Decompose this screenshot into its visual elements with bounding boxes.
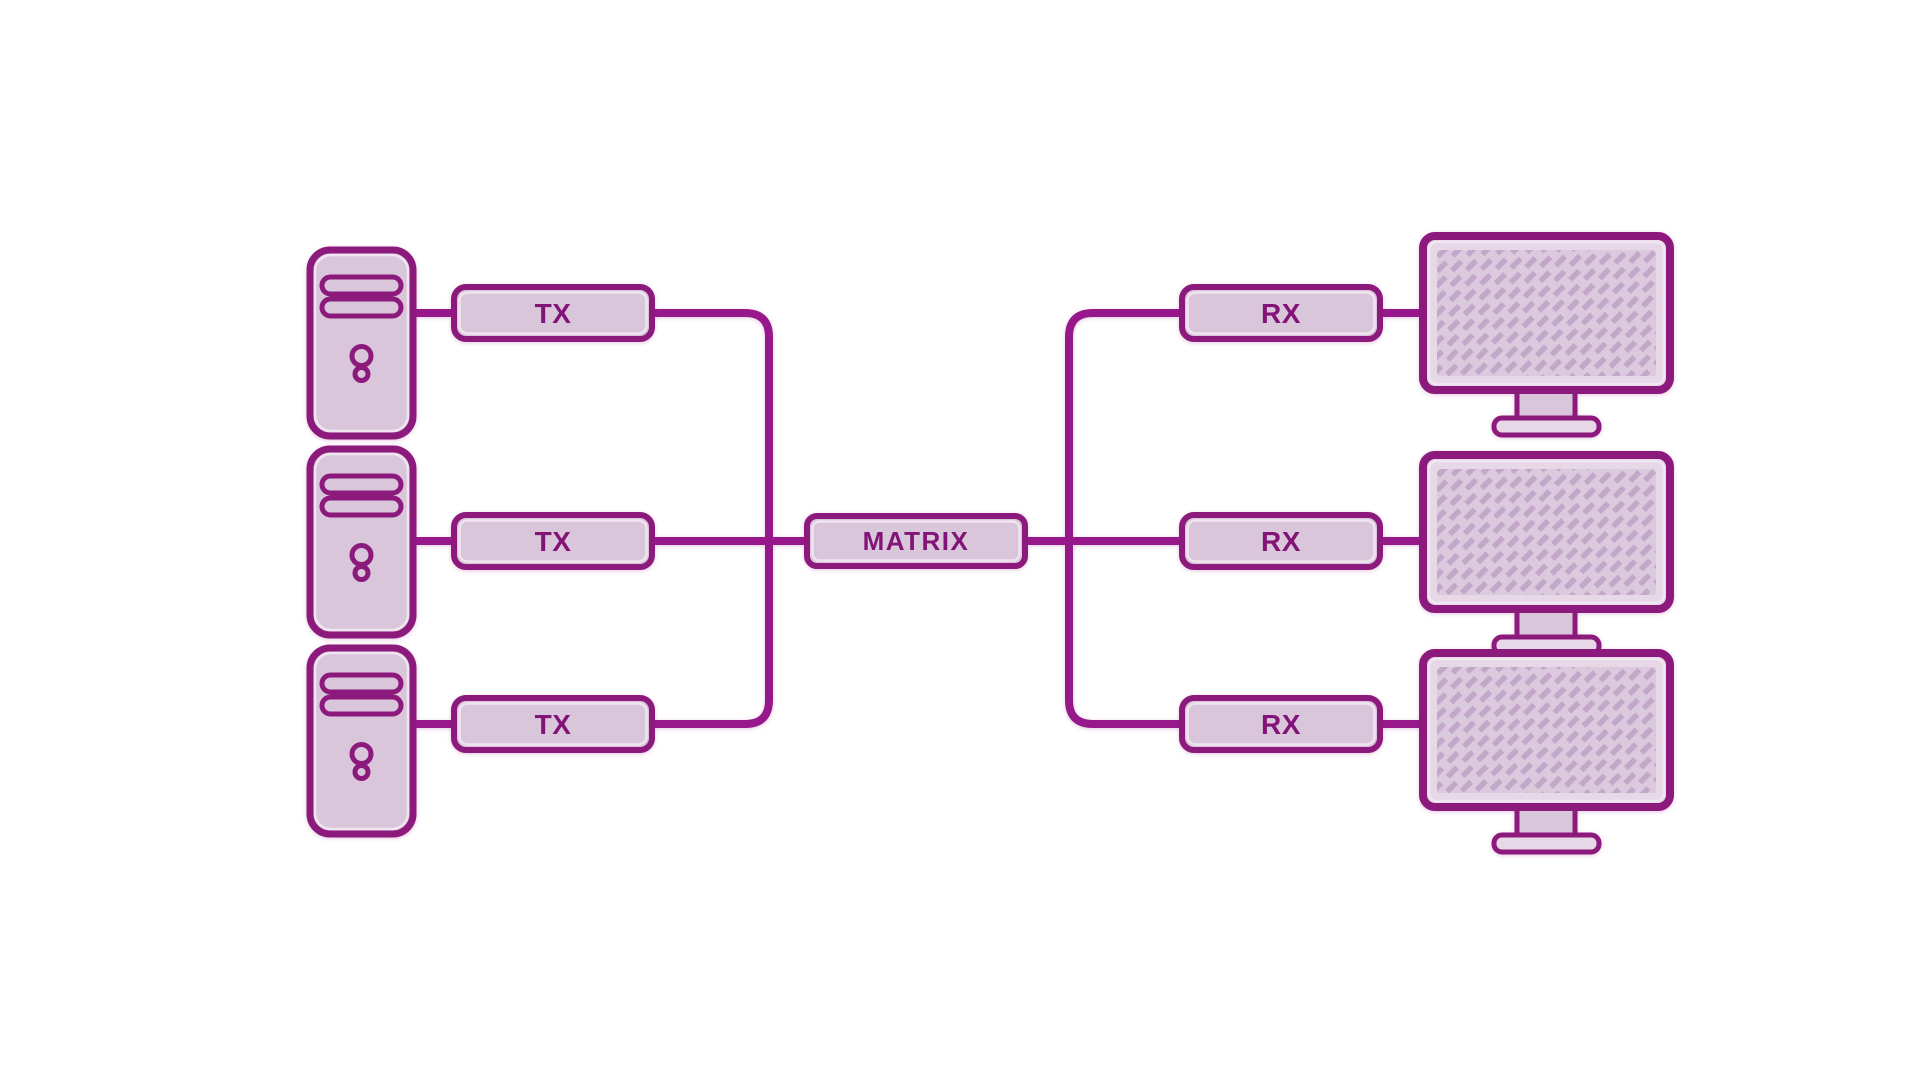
monitor-icon-1 (1423, 236, 1670, 435)
rx-box-2-highlight (1186, 519, 1376, 563)
rx-box-1: RX (1179, 284, 1383, 342)
rx-box-3-highlight (1186, 702, 1376, 746)
monitor-icon-2 (1423, 455, 1670, 654)
tx-box-1-label: TX (535, 298, 572, 329)
rx-box-3: RX (1179, 695, 1383, 753)
rx-column: RX RX RX (1179, 284, 1383, 753)
rx-box-1-frame (1179, 284, 1383, 342)
tx-box-1-frame (451, 284, 655, 342)
matrix-box-label: MATRIX (863, 526, 970, 556)
matrix-box-highlight (811, 520, 1021, 562)
rx-box-2-frame (1179, 512, 1383, 570)
tx-bus-line (652, 309, 773, 728)
computer-tower-icon-2 (310, 449, 413, 635)
tx-box-2-label: TX (535, 526, 572, 557)
rx-box-2-label: RX (1261, 526, 1301, 557)
monitor-icon-3 (1423, 653, 1670, 852)
rx-box-3-frame (1179, 695, 1383, 753)
connector-wires (408, 309, 1424, 728)
tx-box-2: TX (451, 512, 655, 570)
tx-box-3-label: TX (535, 709, 572, 740)
rx-box-1-highlight (1186, 291, 1376, 335)
rx-bus-line (1065, 309, 1182, 728)
computer-tower-icon-3 (310, 648, 413, 834)
computer-tower-icon-1 (310, 250, 413, 436)
tx-box-1-highlight (458, 291, 648, 335)
computer-column (310, 250, 413, 834)
tx-box-3-frame (451, 695, 655, 753)
tx-box-3-highlight (458, 702, 648, 746)
rx-box-3-label: RX (1261, 709, 1301, 740)
tx-box-2-frame (451, 512, 655, 570)
tx-box-3: TX (451, 695, 655, 753)
tx-box-1: TX (451, 284, 655, 342)
rx-box-1-label: RX (1261, 298, 1301, 329)
monitor-column (1423, 236, 1670, 852)
tx-column: TX TX TX (451, 284, 655, 753)
matrix-box: MATRIX (804, 513, 1028, 569)
tx-box-2-highlight (458, 519, 648, 563)
rx-box-2: RX (1179, 512, 1383, 570)
matrix-box-frame (804, 513, 1028, 569)
